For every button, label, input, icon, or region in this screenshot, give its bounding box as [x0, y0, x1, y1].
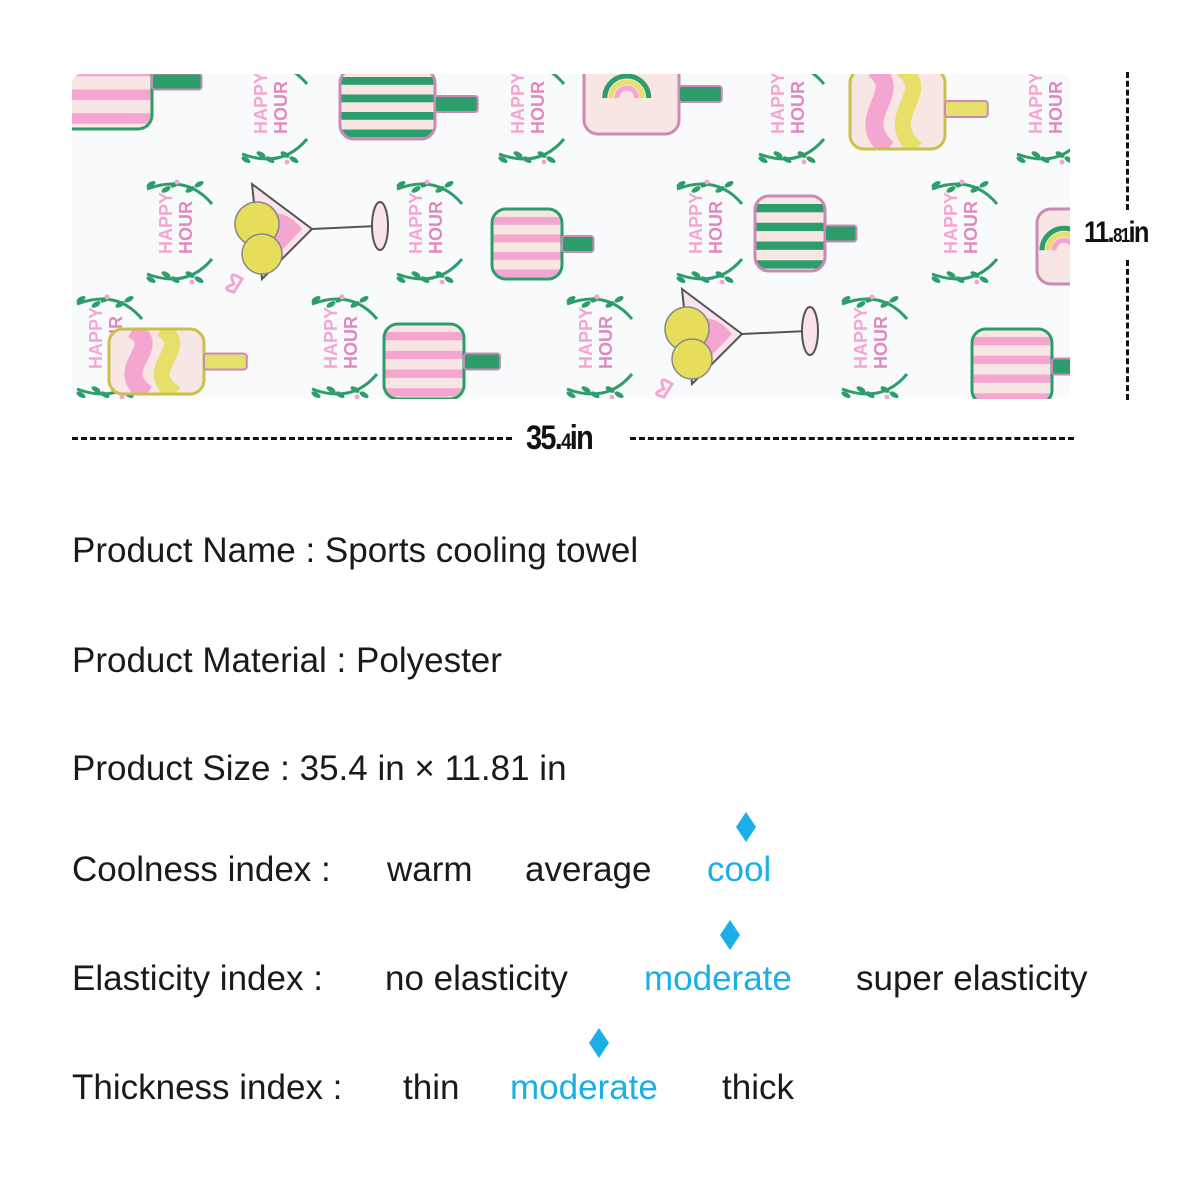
svg-text:HAPPY: HAPPY [686, 192, 706, 254]
paddle-motif [338, 74, 479, 141]
spec-value: 35.4 in × 11.81 in [299, 749, 567, 788]
svg-text:HOUR: HOUR [1046, 81, 1066, 134]
paddle-motif [970, 327, 1070, 399]
spec-separator: : [270, 749, 300, 788]
cocktail-glass-motif [655, 286, 819, 399]
height-dimension-label: 11.81in [1084, 216, 1149, 249]
elasticity-option-super: super elasticity [856, 959, 1088, 998]
svg-text:HAPPY: HAPPY [406, 192, 426, 254]
paddle-motif [72, 74, 203, 131]
svg-text:HAPPY: HAPPY [251, 74, 271, 134]
coolness-index-label: Coolness index : [72, 850, 331, 889]
svg-text:HAPPY: HAPPY [508, 74, 528, 134]
thickness-option-moderate-selected: moderate [510, 1068, 658, 1107]
thickness-option-thin: thin [403, 1068, 460, 1107]
coolness-option-cool-selected: cool [707, 850, 772, 889]
svg-text:HOUR: HOUR [176, 201, 196, 254]
selected-marker-diamond-icon [589, 1028, 609, 1058]
spec-separator: : [295, 531, 325, 570]
spec-product-size: Product Size : 35.4 in × 11.81 in [72, 749, 567, 789]
spec-product-material: Product Material : Polyester [72, 641, 502, 681]
spec-value: Polyester [356, 641, 502, 680]
elasticity-option-moderate-selected: moderate [644, 959, 792, 998]
selected-marker-diamond-icon [720, 920, 740, 950]
spec-label: Product Material [72, 641, 327, 680]
paddle-motif [490, 207, 595, 281]
paddle-motif [382, 322, 501, 399]
svg-text:HOUR: HOUR [271, 81, 291, 134]
spec-label: Product Name [72, 531, 296, 570]
svg-text:HOUR: HOUR [426, 201, 446, 254]
spec-value: Sports cooling towel [324, 531, 639, 570]
svg-text:HAPPY: HAPPY [86, 307, 106, 369]
svg-text:HAPPY: HAPPY [768, 74, 788, 134]
svg-text:HOUR: HOUR [961, 201, 981, 254]
coolness-option-warm: warm [387, 850, 473, 889]
width-dimension-line-left [72, 437, 512, 440]
spec-product-name: Product Name : Sports cooling towel [72, 531, 638, 571]
svg-text:HAPPY: HAPPY [576, 307, 596, 369]
svg-text:HOUR: HOUR [596, 316, 616, 369]
svg-text:HAPPY: HAPPY [851, 307, 871, 369]
paddle-motif [582, 74, 723, 136]
paddle-motif [1035, 207, 1070, 286]
thickness-index-label: Thickness index : [72, 1068, 343, 1107]
svg-text:HAPPY: HAPPY [1026, 74, 1046, 134]
svg-text:HOUR: HOUR [788, 81, 808, 134]
svg-text:HOUR: HOUR [528, 81, 548, 134]
elasticity-index-label: Elasticity index : [72, 959, 323, 998]
spec-label: Product Size [72, 749, 271, 788]
height-dimension-line-top [1126, 72, 1129, 210]
height-dimension-line-bottom [1126, 260, 1129, 400]
spec-separator: : [326, 641, 357, 680]
paddle-motif [107, 327, 248, 396]
coolness-option-average: average [525, 850, 652, 889]
svg-text:HAPPY: HAPPY [941, 192, 961, 254]
svg-text:HAPPY: HAPPY [321, 307, 341, 369]
svg-text:HOUR: HOUR [871, 316, 891, 369]
width-dimension-label: 35.4in [526, 419, 594, 457]
cocktail-glass-motif [225, 181, 389, 294]
paddle-motif [848, 74, 989, 151]
width-dimension-line-right [630, 437, 1074, 440]
svg-text:HAPPY: HAPPY [156, 192, 176, 254]
elasticity-option-none: no elasticity [385, 959, 568, 998]
svg-text:HOUR: HOUR [341, 316, 361, 369]
svg-text:HOUR: HOUR [706, 201, 726, 254]
paddle-motif [753, 194, 858, 273]
thickness-option-thick: thick [722, 1068, 794, 1107]
selected-marker-diamond-icon [736, 812, 756, 842]
